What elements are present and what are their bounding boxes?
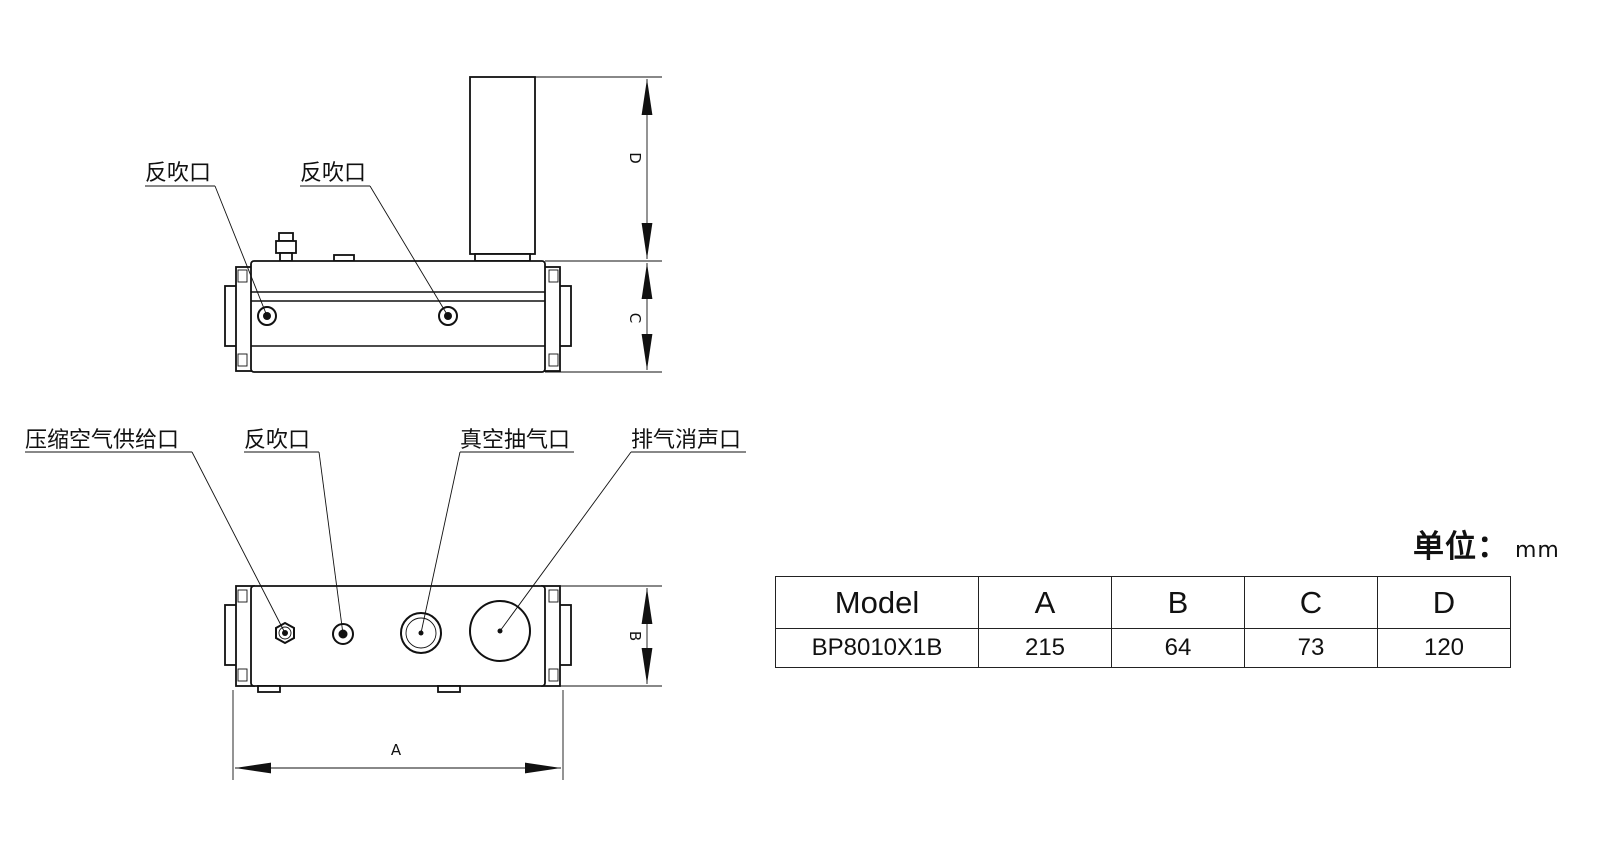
front-view: 压缩空气供给口 反吹口 真空抽气口 排气消声口 B A	[25, 428, 746, 780]
dim-a-label: A	[391, 741, 402, 759]
main-body-top	[250, 260, 546, 373]
header-a: A	[978, 576, 1112, 629]
dimension-d: D	[535, 76, 662, 262]
filter-cylinder	[469, 76, 536, 255]
end-cap-left	[224, 266, 255, 372]
vacuum-port	[400, 612, 442, 654]
dimension-c: C	[545, 263, 662, 373]
unit-label: 单位：mm	[1413, 521, 1560, 566]
label-top-blow-2: 反吹口	[300, 161, 366, 186]
label-exhaust-muffler: 排气消声口	[631, 428, 741, 453]
cell-b: 64	[1111, 628, 1245, 668]
header-b: B	[1111, 576, 1245, 629]
cell-a: 215	[978, 628, 1112, 668]
unit-value: mm	[1515, 538, 1560, 563]
main-body-front	[250, 585, 546, 687]
label-air-supply: 压缩空气供给口	[25, 428, 179, 453]
dim-b-label: B	[626, 631, 644, 641]
label-front-blow: 反吹口	[244, 428, 310, 453]
table-header-row: Model A B C D	[775, 576, 1511, 629]
top-view: 反吹口 反吹口 D C	[145, 76, 662, 373]
cell-model: BP8010X1B	[775, 628, 979, 668]
end-cap-right	[541, 266, 572, 372]
dim-d-label: D	[626, 152, 644, 164]
dimension-a: A	[232, 690, 564, 780]
unit-caption: 单位：	[1413, 529, 1509, 565]
dim-c-label: C	[626, 313, 644, 323]
spec-table: Model A B C D BP8010X1B 215 64 73 120	[775, 576, 1511, 668]
header-model: Model	[775, 576, 979, 629]
end-cap-right-front	[541, 585, 572, 687]
top-fitting	[275, 232, 297, 262]
header-c: C	[1244, 576, 1378, 629]
label-top-blow-1: 反吹口	[145, 161, 211, 186]
table-row: BP8010X1B 215 64 73 120	[775, 628, 1511, 668]
cell-c: 73	[1244, 628, 1378, 668]
cell-d: 120	[1377, 628, 1511, 668]
label-vacuum-port: 真空抽气口	[460, 428, 570, 453]
header-d: D	[1377, 576, 1511, 629]
dimension-b: B	[545, 585, 662, 687]
end-cap-left-front	[224, 585, 255, 687]
